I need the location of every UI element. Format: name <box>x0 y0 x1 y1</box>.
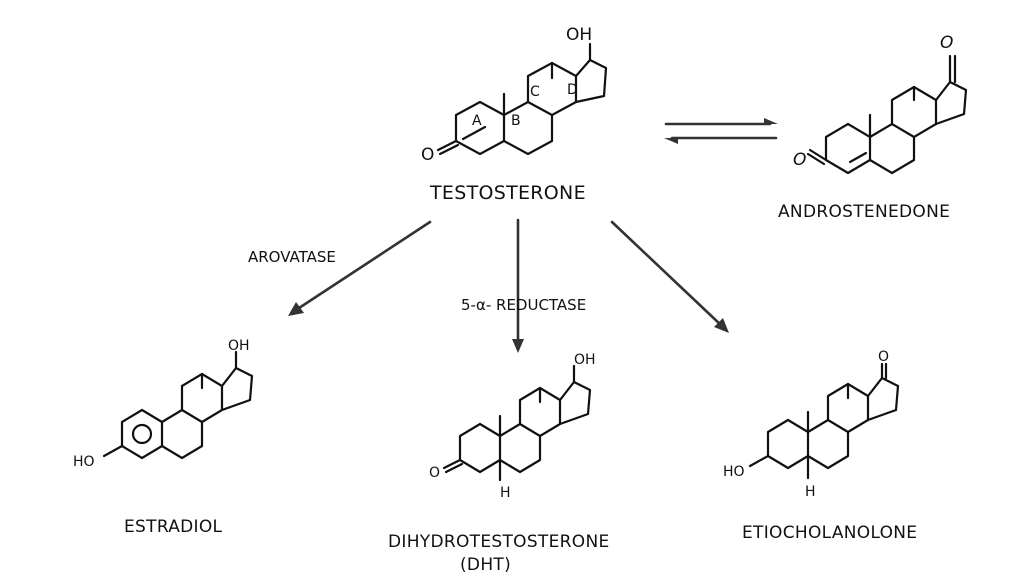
estradiol-oh-label: OH <box>228 338 250 354</box>
dht-structure <box>442 364 592 482</box>
testosterone-oh-label: OH <box>566 25 592 45</box>
ring-b-label: B <box>511 113 521 129</box>
equilibrium-arrows <box>664 118 778 144</box>
androstenedione-structure <box>806 54 968 175</box>
testosterone-structure <box>436 42 608 156</box>
estradiol-name: ESTRADIOL <box>124 517 223 537</box>
dht-name: DIHYDROTESTOSTERONE <box>388 532 610 552</box>
dht-h-label: H <box>500 485 511 501</box>
ring-a-label: A <box>472 113 482 129</box>
androstenedione-name: ANDROSTENEDONE <box>778 202 950 222</box>
etiocholanolone-ho-label: HO <box>723 464 745 480</box>
etiocholanolone-h-label: H <box>805 484 816 500</box>
reductase-label: 5-α- REDUCTASE <box>461 296 586 314</box>
testosterone-o-label: O <box>421 145 434 165</box>
etiocholanolone-arrow <box>610 220 729 333</box>
estradiol-ho-label: HO <box>73 454 95 470</box>
estradiol-structure <box>102 350 254 460</box>
dht-abbr: (DHT) <box>460 555 511 575</box>
etiocholanolone-o-label: O <box>878 349 889 365</box>
androstenedione-o-top: O <box>940 33 953 53</box>
reductase-arrow <box>512 218 524 353</box>
etiocholanolone-name: ETIOCHOLANOLONE <box>742 523 917 543</box>
ring-c-label: C <box>530 84 540 100</box>
etiocholanolone-structure <box>748 362 900 480</box>
testosterone-name: TESTOSTERONE <box>429 182 586 204</box>
aromatase-arrow <box>288 220 432 316</box>
androstenedione-o-left: O <box>793 150 806 170</box>
dht-o-label: O <box>429 465 440 481</box>
ring-d-label: D <box>567 82 578 98</box>
dht-oh-label: OH <box>574 352 596 368</box>
aromatase-label: AROVATASE <box>248 248 336 266</box>
